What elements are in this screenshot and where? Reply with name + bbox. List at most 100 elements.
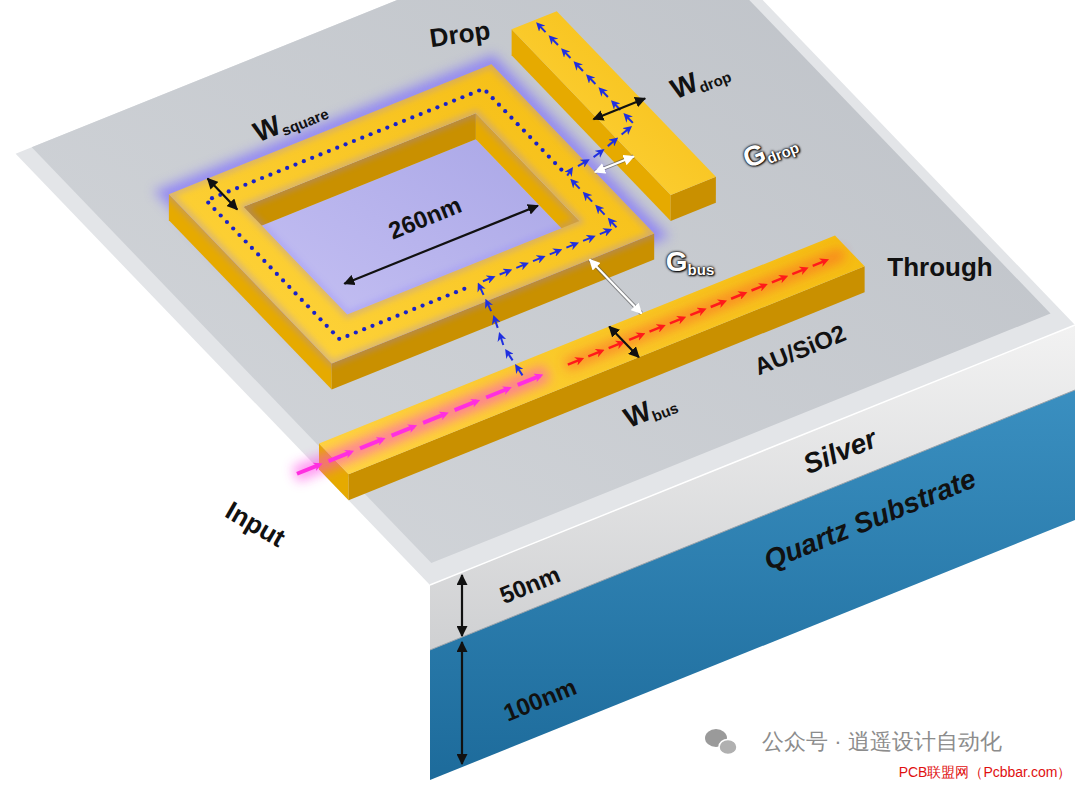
resonance-dot: [244, 239, 248, 243]
coupled-arrow: [550, 251, 559, 255]
coupled-arrow: [583, 237, 592, 241]
bus-waveguide: [319, 236, 865, 501]
coupled-arrow: [608, 140, 616, 146]
coupled-arrow: [539, 25, 546, 32]
resonance-dot: [287, 285, 291, 289]
resonance-dot: [452, 99, 456, 103]
resonance-dot: [522, 129, 526, 133]
input-arrow: [328, 452, 350, 461]
resonance-dot: [268, 265, 272, 269]
resonance-dot: [454, 290, 458, 294]
resonance-dot: [312, 311, 316, 315]
resonance-dot: [503, 109, 507, 113]
through-arrow: [649, 326, 662, 331]
resonance-dot: [281, 278, 285, 282]
coupled-arrow: [585, 194, 592, 201]
through-arrow: [813, 261, 826, 266]
resonance-dot: [293, 162, 297, 166]
coupled-arrow: [566, 244, 575, 248]
resonance-dot: [310, 156, 314, 160]
through-arrow: [792, 269, 805, 274]
resonance-dot: [385, 125, 389, 129]
input-glow: [295, 373, 547, 474]
silver-top-rim: [16, 0, 1075, 585]
resonance-dot: [331, 330, 335, 334]
resonance-dot: [300, 298, 304, 302]
through-arrow: [609, 343, 622, 348]
resonance-dot: [395, 314, 399, 318]
resonance-dot: [484, 90, 488, 94]
resonance-dot: [412, 307, 416, 311]
resonance-dot: [250, 246, 254, 250]
coupled-arrow: [516, 264, 525, 268]
coupled-arrow: [500, 336, 503, 346]
resonance-dot: [306, 304, 310, 308]
through-arrow: [711, 302, 724, 307]
resonance-dot: [293, 291, 297, 295]
resonance-dot: [420, 304, 424, 308]
coupled-arrow: [576, 64, 583, 71]
coupled-arrow: [567, 170, 571, 176]
coupled-arrow: [598, 207, 605, 214]
through-arrow: [629, 335, 642, 340]
resonance-dot: [559, 167, 563, 171]
dimension-arrow: [461, 642, 463, 764]
resonance-dot: [368, 132, 372, 136]
dimension-arrow: [461, 575, 463, 636]
port-label: Input: [220, 496, 290, 554]
resonance-dot: [404, 310, 408, 314]
resonance-dot: [394, 122, 398, 126]
coupled-arrow: [487, 302, 491, 311]
resonance-dot: [354, 330, 358, 334]
resonance-dot: [318, 152, 322, 156]
resonance-dot: [237, 233, 241, 237]
resonance-dot: [262, 259, 266, 263]
resonance-dot: [268, 173, 272, 177]
coupled-arrow: [578, 161, 587, 166]
dimension-arrow: [609, 327, 639, 358]
resonance-dot: [402, 119, 406, 123]
coupled-arrow: [533, 257, 542, 261]
dimension-label: Gbus: [666, 246, 714, 278]
resonance-dot: [553, 161, 557, 165]
light-flow: [206, 25, 843, 475]
coupled-arrow: [600, 230, 609, 234]
dimension-arrow: [593, 98, 645, 119]
through-arrow: [670, 318, 683, 323]
resonance-dot: [429, 300, 433, 304]
resonance-dot: [387, 317, 391, 321]
coupled-arrow: [601, 90, 608, 97]
resonance-dot: [491, 96, 495, 100]
coupled-arrow: [483, 278, 492, 282]
input-arrow: [297, 465, 319, 474]
resonance-dot: [435, 105, 439, 109]
resonance-dot: [275, 272, 279, 276]
resonance-dot: [370, 324, 374, 328]
resonance-dot: [497, 103, 501, 107]
resonance-dot: [260, 176, 264, 180]
ring-glow: [169, 64, 654, 363]
input-arrow: [392, 427, 414, 436]
resonance-dot: [302, 159, 306, 163]
through-arrow: [751, 285, 764, 290]
coupled-arrow: [626, 116, 633, 123]
coupled-arrow: [594, 151, 602, 157]
icon-bubble: [719, 740, 737, 755]
resonance-dot: [325, 324, 329, 328]
resonance-dot: [252, 179, 256, 183]
resonance-dot: [352, 139, 356, 143]
coupled-arrow: [517, 367, 522, 375]
resonance-dot: [327, 149, 331, 153]
resonance-dot: [547, 154, 551, 158]
input-arrow: [518, 376, 540, 385]
dimension-arrow: [208, 179, 238, 210]
resonance-dot: [437, 297, 441, 301]
through-arrow: [568, 359, 581, 364]
through-arrow: [731, 294, 744, 299]
port-label: Through: [887, 253, 992, 283]
resonance-dot: [469, 92, 473, 96]
dimension-arrow-shadow: [590, 260, 642, 314]
resonance-dot: [256, 252, 260, 256]
input-arrow: [486, 389, 508, 398]
